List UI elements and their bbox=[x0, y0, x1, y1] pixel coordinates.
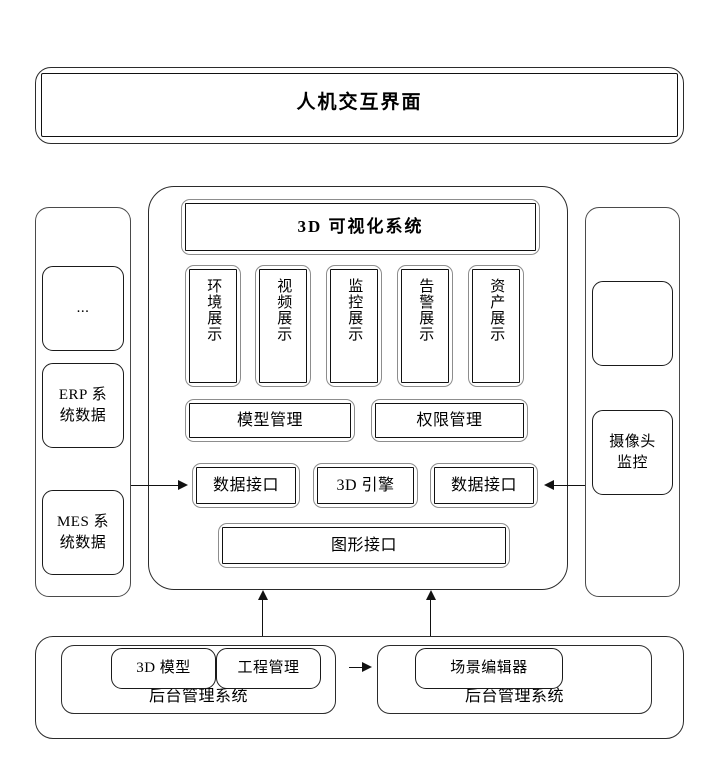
backend-right-panel-label: 后台管理系统 bbox=[464, 688, 564, 706]
visualization-system-header-label: 3D 可视化系统 bbox=[297, 216, 424, 236]
backend-right-up-arrow-head bbox=[426, 590, 436, 600]
pillar-monitor-display[interactable]: 监控展示 bbox=[326, 265, 382, 387]
backend-project-management-label: 工程管理 bbox=[237, 660, 300, 677]
permission-management-label: 权限管理 bbox=[416, 411, 483, 429]
human-machine-interface-bar[interactable]: 人机交互界面 bbox=[41, 73, 678, 137]
data-source-item-mes[interactable]: MES 系 统数据 bbox=[42, 490, 124, 575]
data-interface-right-box[interactable]: 数据接口 bbox=[430, 463, 538, 508]
camera-in-arrow-line bbox=[551, 485, 585, 487]
engine-3d-label: 3D 引擎 bbox=[336, 476, 395, 494]
data-interface-left-box[interactable]: 数据接口 bbox=[192, 463, 300, 508]
data-source-item-ellipsis[interactable]: ... bbox=[42, 266, 124, 351]
model-management-label: 模型管理 bbox=[236, 411, 303, 429]
data-source-item-erp[interactable]: ERP 系 统数据 bbox=[42, 363, 124, 448]
data-source-item-erp-label: ERP 系 统数据 bbox=[58, 387, 108, 424]
engine-3d-box[interactable]: 3D 引擎 bbox=[313, 463, 418, 508]
data-interface-right-label: 数据接口 bbox=[450, 476, 517, 494]
pillar-video-display[interactable]: 视频展示 bbox=[255, 265, 311, 387]
backend-left-up-arrow-head bbox=[258, 590, 268, 600]
model-management-box[interactable]: 模型管理 bbox=[185, 399, 355, 442]
data-source-item-ellipsis-label: ... bbox=[76, 300, 90, 317]
pillar-environment-display-label: 环境展示 bbox=[205, 278, 222, 342]
pillar-video-display-label: 视频展示 bbox=[275, 278, 292, 342]
external-capture-item-camera[interactable]: 摄像头 监控 bbox=[592, 410, 673, 495]
backend-project-management-box[interactable]: 工程管理 bbox=[216, 648, 321, 689]
pillar-alarm-display-label: 告警展示 bbox=[417, 278, 434, 342]
graphics-interface-label: 图形接口 bbox=[330, 536, 397, 554]
data-in-arrow-line bbox=[131, 485, 181, 487]
pillar-asset-display[interactable]: 资产展示 bbox=[468, 265, 524, 387]
external-capture-item-camera-label: 摄像头 监控 bbox=[609, 434, 656, 471]
backend-3d-model-label: 3D 模型 bbox=[136, 660, 191, 677]
camera-in-arrow-head bbox=[544, 480, 554, 490]
pillar-environment-display[interactable]: 环境展示 bbox=[185, 265, 241, 387]
data-in-arrow-head bbox=[178, 480, 188, 490]
data-source-item-mes-label: MES 系 统数据 bbox=[56, 514, 110, 551]
visualization-system-header[interactable]: 3D 可视化系统 bbox=[181, 199, 540, 255]
backend-3d-model-box[interactable]: 3D 模型 bbox=[111, 648, 216, 689]
external-capture-column bbox=[585, 207, 680, 597]
pillar-asset-display-label: 资产展示 bbox=[488, 278, 505, 342]
graphics-interface-box[interactable]: 图形接口 bbox=[218, 523, 510, 568]
backend-panels-arrow-head bbox=[362, 662, 372, 672]
backend-left-up-arrow-line bbox=[262, 597, 264, 636]
data-interface-left-label: 数据接口 bbox=[212, 476, 279, 494]
permission-management-box[interactable]: 权限管理 bbox=[371, 399, 528, 442]
backend-scene-editor-box[interactable]: 场景编辑器 bbox=[415, 648, 563, 689]
backend-left-panel-label: 后台管理系统 bbox=[148, 688, 248, 706]
backend-panels-arrow-line bbox=[349, 667, 367, 669]
external-capture-item-empty[interactable] bbox=[592, 281, 673, 366]
backend-scene-editor-label: 场景编辑器 bbox=[450, 660, 528, 677]
pillar-monitor-display-label: 监控展示 bbox=[346, 278, 363, 342]
backend-right-up-arrow-line bbox=[430, 597, 432, 636]
human-machine-interface-label: 人机交互界面 bbox=[296, 92, 423, 113]
pillar-alarm-display[interactable]: 告警展示 bbox=[397, 265, 453, 387]
